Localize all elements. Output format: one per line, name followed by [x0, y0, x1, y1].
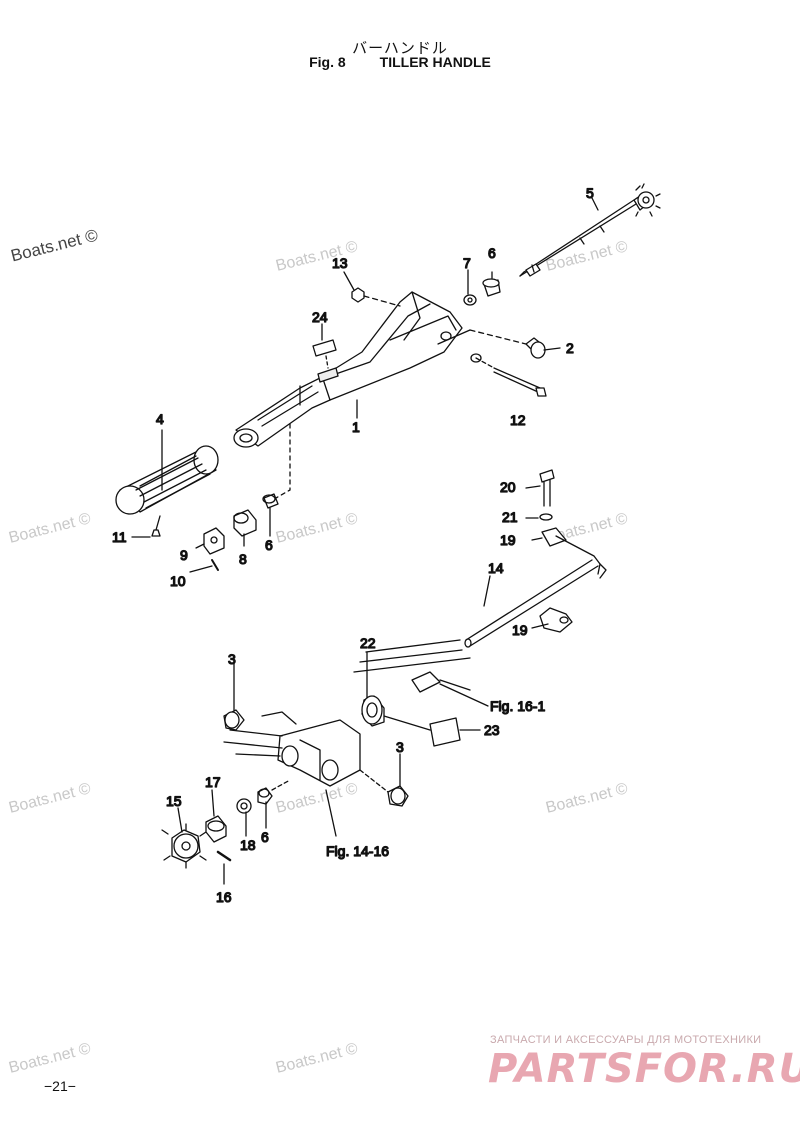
callout-1: 1 — [352, 419, 360, 435]
callout-labels: 1 2 3 3 4 5 6 6 6 7 8 9 10 11 12 13 14 1… — [111, 184, 594, 905]
rod-assembly — [464, 469, 607, 648]
pin-part-2 — [469, 329, 546, 359]
callout-20: 20 — [500, 479, 516, 495]
callout-6: 6 — [261, 829, 269, 845]
callout-5: 5 — [586, 185, 594, 201]
nut-part-13 — [351, 287, 365, 303]
lower-bracket — [223, 639, 471, 837]
japanese-title: バーハンドル — [352, 40, 448, 57]
page-number: −21− — [44, 1078, 76, 1094]
callout-14: 14 — [488, 560, 504, 576]
callout-10: 10 — [170, 573, 186, 589]
leader-line — [363, 295, 401, 307]
callout-12: 12 — [510, 412, 526, 428]
promo-text: ЗАПЧАСТИ И АКСЕССУАРЫ ДЛЯ МОТОТЕХНИКИ — [490, 1034, 762, 1046]
screw-part-11 — [151, 529, 161, 537]
callout-19: 19 — [512, 622, 528, 638]
callout-9: 9 — [180, 547, 188, 563]
cap-part-3-upper — [223, 709, 245, 731]
screw-shank — [155, 515, 161, 531]
callout-4: 4 — [156, 411, 164, 427]
cap-part-3-lower — [359, 769, 409, 807]
callout-17: 17 — [205, 774, 221, 790]
grip-part-4 — [115, 445, 219, 515]
throttle-shaft — [519, 183, 661, 277]
partsfor-logo: PARTSFOR.RU — [488, 1046, 800, 1092]
throttle-parts-cluster — [203, 423, 291, 571]
callout-16: 16 — [216, 889, 232, 905]
knob-cluster — [161, 779, 291, 869]
bolt-part-12 — [470, 353, 547, 397]
figure-number: Fig. 8 — [309, 54, 346, 70]
callout-6: 6 — [265, 537, 273, 553]
callout-3: 3 — [228, 651, 236, 667]
callout-11: 11 — [112, 529, 127, 545]
callout-23: 23 — [484, 722, 500, 738]
washer-part-7 — [463, 294, 477, 306]
callout-18: 18 — [240, 837, 256, 853]
reference-fig-16-1: Fig. 16-1 — [490, 698, 545, 714]
leader-lines — [131, 197, 599, 885]
callout-13: 13 — [332, 255, 348, 271]
callout-22: 22 — [360, 635, 376, 651]
cap-part-6-top — [482, 278, 501, 297]
callout-2: 2 — [566, 340, 574, 356]
figure-title: TILLER HANDLE — [379, 54, 491, 70]
callout-3: 3 — [396, 739, 404, 755]
callout-15: 15 — [166, 793, 182, 809]
callout-24: 24 — [312, 309, 328, 325]
callout-8: 8 — [239, 551, 247, 567]
callout-7: 7 — [463, 255, 471, 271]
washer-hole — [467, 297, 473, 303]
tiller-handle-body — [233, 291, 471, 448]
reference-fig-14-16: Fig. 14-16 — [326, 843, 389, 859]
callout-6: 6 — [488, 245, 496, 261]
figure-heading: Fig. 8 TILLER HANDLE — [0, 54, 800, 70]
callout-21: 21 — [502, 509, 518, 525]
callout-19: 19 — [500, 532, 516, 548]
